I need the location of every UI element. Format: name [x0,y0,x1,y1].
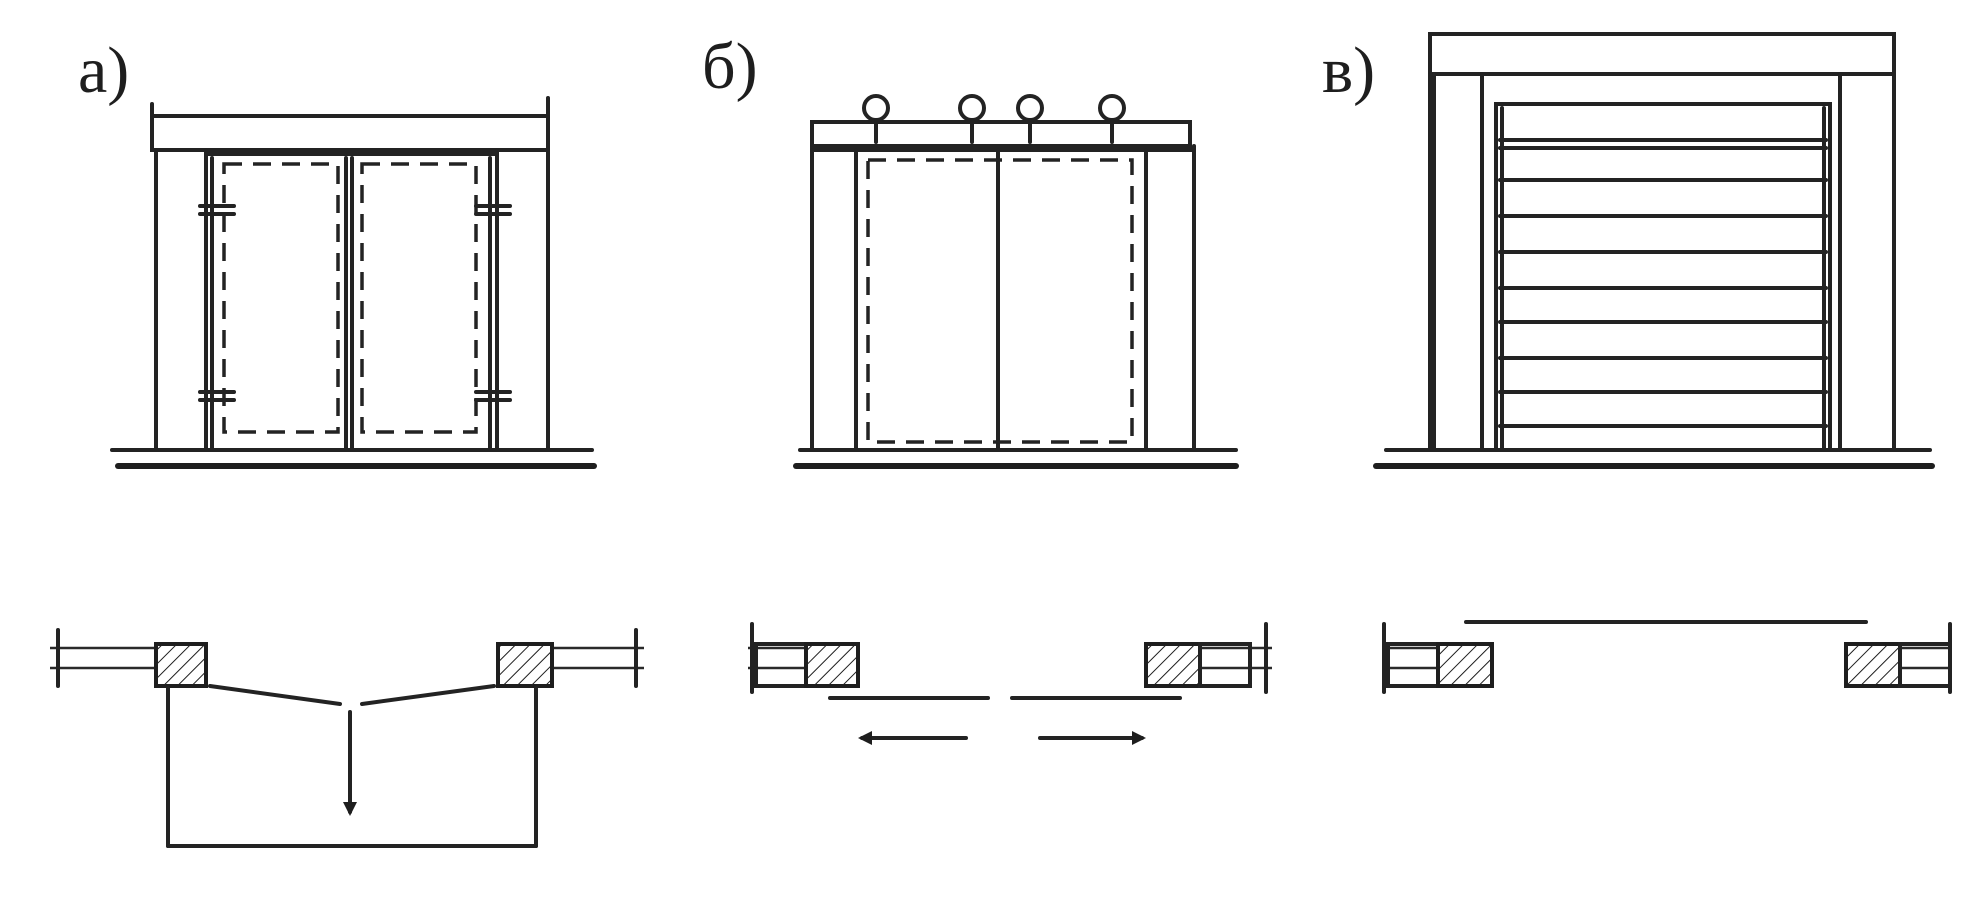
roller-icon [1098,94,1126,144]
door-sections [1498,138,1828,428]
panel-c-label: в) [1322,34,1375,107]
panel-a-label: а) [78,34,129,107]
panel-b-plan [748,622,1272,745]
panel-c-plan [1382,620,1952,694]
roller-icon [958,94,986,144]
panel-b-elevation [793,94,1239,469]
panel-a-plan [50,628,644,848]
roller-icon [862,94,890,144]
panel-c-sectional-gate: в) [1322,32,1952,694]
panel-b-sliding-gate: б) [702,30,1272,745]
panel-a-elevation [110,96,597,469]
roller-icon [1016,94,1044,144]
panel-a-swing-gate: а) [50,34,644,848]
panel-c-elevation [1373,32,1935,469]
panel-b-label: б) [702,30,758,103]
